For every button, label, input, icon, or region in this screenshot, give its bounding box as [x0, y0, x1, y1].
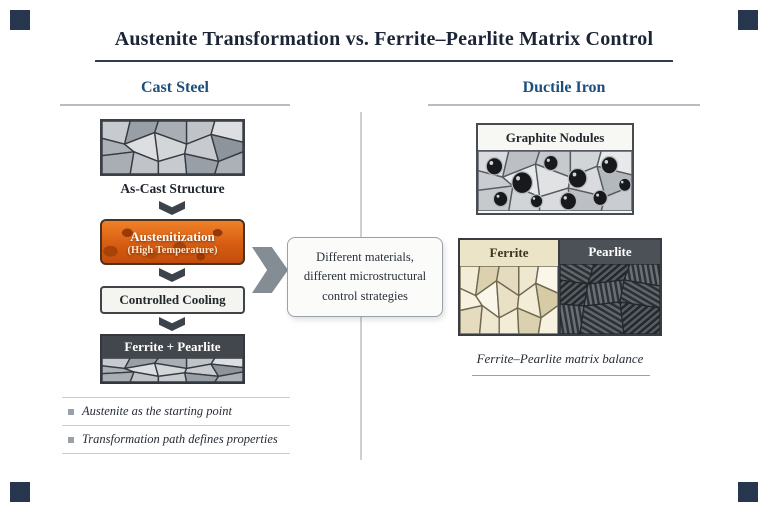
graphite-nodules-micrograph	[478, 151, 632, 211]
comparison-callout: Different materials, different microstru…	[287, 237, 443, 317]
note-text: Transformation path defines properties	[82, 432, 278, 446]
controlled-cooling-step: Controlled Cooling	[100, 286, 245, 314]
pearlite-panel: Pearlite	[560, 240, 660, 334]
column-header-ductile-iron: Ductile Iron	[522, 79, 606, 96]
grain-texture-gray	[102, 121, 243, 174]
note-text: Austenite as the starting point	[82, 404, 232, 418]
corner-mark	[10, 10, 30, 30]
down-arrow-icon	[159, 317, 185, 331]
grain-texture-cream	[460, 266, 558, 334]
notes-separator	[62, 397, 290, 398]
right-header-rule	[428, 104, 700, 106]
callout-line: different microstructural	[303, 269, 427, 284]
bullet-square-icon	[68, 436, 74, 443]
page-title: Austenite Transformation vs. Ferrite–Pea…	[114, 28, 654, 50]
as-cast-micrograph	[100, 119, 245, 176]
left-header-rule	[60, 104, 290, 106]
notes-separator	[62, 425, 290, 426]
note-item: Austenite as the starting point	[68, 404, 292, 419]
austenitization-step: Austenitization (High Temperature)	[100, 219, 245, 265]
column-header-cast-steel: Cast Steel	[141, 79, 209, 96]
flow-arrow-icon	[252, 247, 288, 293]
austenitization-subtitle: (High Temperature)	[127, 244, 218, 256]
ferrite-pearlite-label: Ferrite + Pearlite	[102, 336, 243, 358]
ferrite-pearlite-result: Ferrite + Pearlite	[100, 334, 245, 384]
ferrite-pearlite-matrix-card: Ferrite Pearlite	[458, 238, 662, 336]
callout-line: control strategies	[322, 288, 408, 303]
note-item: Transformation path defines properties	[68, 432, 292, 447]
grain-texture-gray	[102, 358, 243, 382]
bullet-square-icon	[68, 408, 74, 415]
graphite-nodules-card: Graphite Nodules	[476, 123, 634, 215]
ferrite-header: Ferrite	[460, 240, 558, 266]
down-arrow-icon	[159, 268, 185, 282]
ferrite-panel: Ferrite	[460, 240, 560, 334]
callout-line: Different materials,	[316, 249, 414, 264]
pearlite-header: Pearlite	[560, 240, 660, 264]
pearlite-micrograph	[560, 264, 660, 334]
matrix-caption: Ferrite–Pearlite matrix balance	[476, 351, 644, 366]
corner-mark	[738, 482, 758, 502]
title-underline	[95, 60, 673, 62]
lamellae-texture	[560, 264, 660, 334]
caption-underline	[472, 375, 650, 376]
as-cast-label: As-Cast Structure	[120, 181, 225, 196]
nodule-texture	[478, 151, 632, 211]
corner-mark	[10, 482, 30, 502]
graphite-nodules-label: Graphite Nodules	[478, 125, 632, 151]
ferrite-pearlite-micrograph	[102, 358, 243, 382]
austenitization-title: Austenitization	[130, 228, 215, 244]
corner-mark	[738, 10, 758, 30]
down-arrow-icon	[159, 201, 185, 215]
notes-separator	[62, 453, 290, 454]
ferrite-micrograph	[460, 266, 558, 334]
